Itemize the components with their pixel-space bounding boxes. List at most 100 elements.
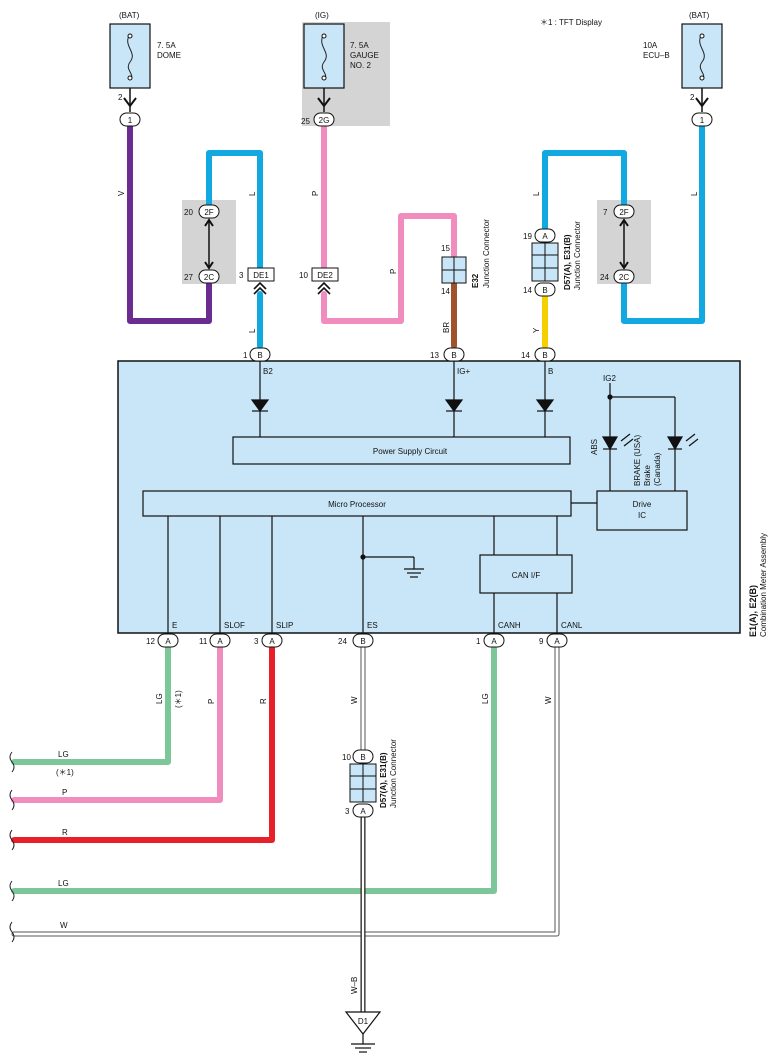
label-l-4: L (690, 191, 699, 196)
label-l-1: L (248, 191, 257, 196)
svg-text:B: B (360, 637, 365, 646)
drive-ic-label-2: IC (638, 511, 646, 520)
svg-text:A: A (554, 637, 560, 646)
label-p-2: P (389, 269, 398, 274)
label-w-h: W (60, 921, 68, 930)
diodes (250, 361, 555, 437)
drive-ic (596, 490, 688, 531)
micro-processor-label: Micro Processor (328, 500, 386, 509)
connector-e32: 15 14 E32 Junction Connector (441, 219, 491, 296)
svg-text:24: 24 (600, 273, 609, 282)
label-l-3: L (532, 191, 541, 196)
svg-text:A: A (217, 637, 223, 646)
meter-bottom-labels: E SLOF SLIP ES CANH CANL (172, 621, 583, 630)
label-p-h: P (62, 788, 67, 797)
brake-canada-label-2: (Canada) (653, 452, 662, 486)
label-r-h: R (62, 828, 68, 837)
ground-d1: D1 (344, 1011, 382, 1053)
svg-text:CANH: CANH (498, 621, 521, 630)
svg-text:12: 12 (146, 637, 155, 646)
svg-text:2C: 2C (619, 273, 629, 282)
connector-d57-top: A 19 B 14 D57(A), E31(B) Junction Connec… (523, 221, 582, 297)
svg-text:D57(A), E31(B): D57(A), E31(B) (563, 234, 572, 290)
svg-text:A: A (165, 637, 171, 646)
wire-blue-right-b (621, 124, 705, 324)
svg-text:20: 20 (184, 208, 193, 217)
svg-text:Junction Connector: Junction Connector (573, 221, 582, 290)
label-star1-vert: (＊1) (174, 690, 183, 708)
micro-processor (142, 490, 572, 517)
fuse-ecub: (BAT) 10A ECU–B 2 (643, 11, 723, 112)
fuse-ecub-icon (699, 33, 705, 81)
label-lg-h1: LG (58, 750, 69, 759)
fuse-dome-rating: 7. 5A (157, 41, 176, 50)
svg-text:2F: 2F (619, 208, 628, 217)
jc-left: 2F 20 2C 27 (184, 204, 220, 284)
fuse-ecub-rating: 10A (643, 41, 658, 50)
term-dome: 1 (119, 112, 141, 127)
svg-text:2F: 2F (204, 208, 213, 217)
svg-text:9: 9 (539, 637, 544, 646)
label-lg-2: LG (481, 693, 490, 704)
svg-text:10: 10 (299, 271, 308, 280)
fuse-gauge-name2: NO. 2 (350, 61, 371, 70)
meter-internal-lines (167, 516, 558, 633)
wire-lg-e (11, 645, 171, 765)
svg-text:1: 1 (243, 351, 248, 360)
wire-lg-canh (11, 645, 497, 894)
svg-text:B: B (548, 367, 553, 376)
fuse-ecub-source: (BAT) (689, 11, 710, 20)
label-r-1: R (259, 698, 268, 704)
svg-text:11: 11 (199, 637, 208, 646)
svg-text:D57(A), E31(B): D57(A), E31(B) (379, 752, 388, 808)
svg-text:Junction Connector: Junction Connector (389, 739, 398, 808)
svg-text:A: A (542, 232, 548, 241)
ig2-led-circuit: IG2 (601, 374, 699, 491)
label-lg-1: LG (155, 693, 164, 704)
svg-text:B2: B2 (263, 367, 273, 376)
svg-text:2C: 2C (204, 273, 214, 282)
label-br: BR (442, 322, 451, 333)
fuse-dome-source: (BAT) (119, 11, 140, 20)
jc-right: 2F 7 2C 24 (600, 204, 635, 284)
wire-pink-lower (321, 213, 457, 324)
svg-text:3: 3 (239, 271, 244, 280)
svg-text:E32: E32 (471, 273, 480, 288)
svg-text:14: 14 (441, 287, 450, 296)
svg-text:13: 13 (430, 351, 439, 360)
power-supply-label: Power Supply Circuit (373, 447, 448, 456)
svg-text:7: 7 (603, 208, 608, 217)
drive-ic-label-1: Drive (633, 500, 652, 509)
svg-text:SLIP: SLIP (276, 621, 293, 630)
fuse-ecub-pin: 2 (690, 93, 695, 102)
svg-text:24: 24 (338, 637, 347, 646)
can-if-label: CAN I/F (512, 571, 541, 580)
connector-de1: DE1 3 (239, 267, 275, 295)
svg-text:14: 14 (523, 286, 532, 295)
svg-text:Junction Connector: Junction Connector (482, 219, 491, 288)
svg-text:A: A (269, 637, 275, 646)
connector-de2: DE2 10 (299, 267, 339, 295)
svg-text:E: E (172, 621, 177, 630)
fuse-gauge-rating: 7. 5A (350, 41, 369, 50)
fuse-dome-icon (127, 33, 133, 81)
fuse-dome: (BAT) 7. 5A DOME 2 (109, 11, 181, 112)
svg-text:2G: 2G (319, 116, 330, 125)
svg-text:B: B (542, 351, 547, 360)
svg-text:DE1: DE1 (253, 271, 269, 280)
svg-text:27: 27 (184, 273, 193, 282)
svg-text:B: B (257, 351, 262, 360)
meter-name: Combination Meter Assembly (759, 533, 768, 637)
fuse-gauge-source: (IG) (315, 11, 329, 20)
svg-text:B: B (360, 753, 365, 762)
label-v: V (117, 190, 126, 196)
fuse-gauge-pin: 25 (301, 117, 310, 126)
wire-violet (127, 124, 212, 324)
label-w-2: W (544, 696, 553, 704)
svg-text:A: A (491, 637, 497, 646)
label-w-1: W (350, 696, 359, 704)
svg-text:CANL: CANL (561, 621, 583, 630)
label-wb: W–B (350, 977, 359, 994)
svg-text:19: 19 (523, 232, 532, 241)
